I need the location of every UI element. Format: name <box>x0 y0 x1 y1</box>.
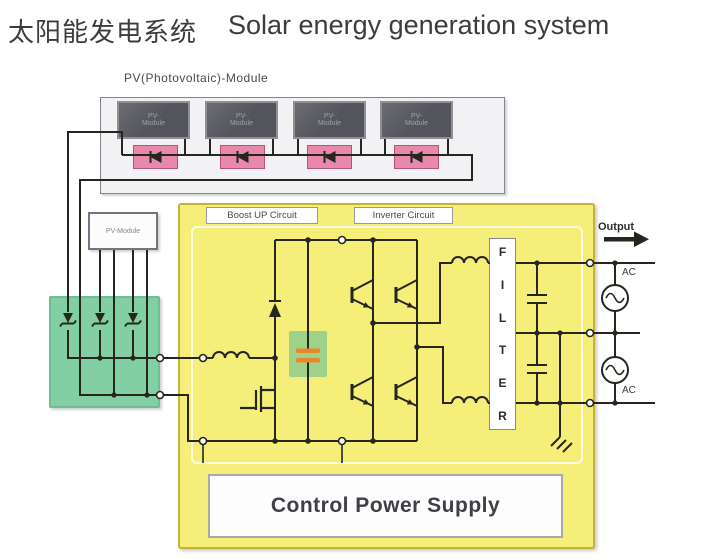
bypass-diode-box-2 <box>220 145 265 169</box>
ac-source-bottom-icon <box>601 356 629 384</box>
pv-junction-box-label: PV-Module <box>105 227 141 235</box>
pv-module-2: PV- Module <box>205 101 278 139</box>
page-title-english: Solar energy generation system <box>228 10 610 40</box>
page-title-chinese: 太阳能发电系统 <box>8 17 198 47</box>
ac-source-top-icon <box>601 284 629 312</box>
output-arrow-icon <box>604 231 649 247</box>
pv-junction-box: PV-Module <box>88 212 158 250</box>
bypass-diode-box-1 <box>133 145 178 169</box>
pv-module-2-label: PV- <box>235 112 248 120</box>
pv-module-3-label: PV- <box>323 112 336 120</box>
ac-grid-wiring <box>601 260 629 406</box>
dc-link-capacitor-highlight <box>289 331 327 377</box>
bypass-diode-box-3 <box>307 145 352 169</box>
pv-module-1: PV- Module <box>117 101 190 139</box>
pv-module-4-label: PV- <box>410 112 423 120</box>
ac-bottom-label: AC <box>622 385 636 396</box>
output-label: Output <box>598 221 635 233</box>
filter-box: F I L T E R <box>489 238 516 430</box>
boost-circuit-label: Boost UP Circuit <box>206 207 318 224</box>
pv-module-3: PV- Module <box>293 101 366 139</box>
string-combiner-box <box>49 296 160 408</box>
pv-array-section-label: PV(Photovoltaic)-Module <box>124 71 269 85</box>
ac-top-label: AC <box>622 267 636 278</box>
bypass-diode-box-4 <box>394 145 439 169</box>
control-power-supply-box: Control Power Supply <box>208 474 563 538</box>
pv-module-1-label: PV- <box>147 112 160 120</box>
power-circuit-area <box>191 226 583 464</box>
pv-module-4: PV- Module <box>380 101 453 139</box>
inverter-circuit-label: Inverter Circuit <box>354 207 453 224</box>
control-power-supply-label: Control Power Supply <box>270 494 501 517</box>
